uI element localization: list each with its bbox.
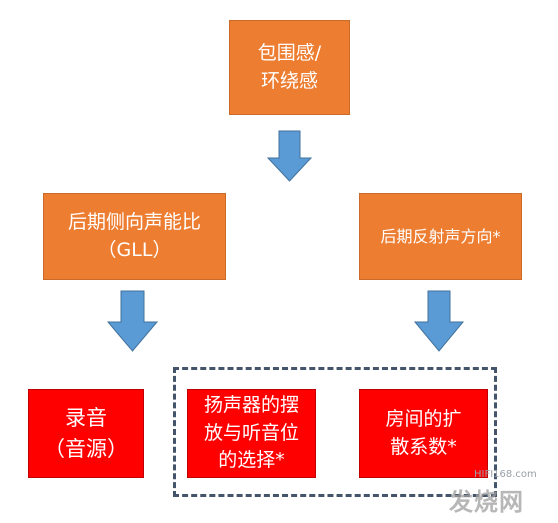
- node-gll: 后期侧向声能比 （GLL）: [43, 193, 226, 280]
- node-recording-source-label: 录音 （音源）: [44, 406, 128, 461]
- node-recording-source: 录音 （音源）: [28, 389, 144, 478]
- node-envelopment-label: 包围感/ 环绕感: [257, 41, 322, 92]
- speaker-room-group: [173, 367, 497, 497]
- arrow-top-to-middle: [266, 130, 313, 182]
- arrow-late-to-room: [413, 290, 465, 352]
- node-speaker-placement: 扬声器的摆 放与听音位 的选择*: [187, 389, 316, 478]
- node-room-diffusion-label: 房间的扩 散系数*: [385, 407, 462, 458]
- node-late-reflection-direction: 后期反射声方向*: [359, 193, 522, 280]
- arrow-gll-to-record: [106, 290, 159, 352]
- node-speaker-placement-label: 扬声器的摆 放与听音位 的选择*: [203, 394, 299, 472]
- watermark-site: HIFI168.com: [474, 469, 537, 480]
- node-room-diffusion: 房间的扩 散系数*: [359, 389, 488, 478]
- node-late-reflection-direction-label: 后期反射声方向*: [380, 226, 501, 246]
- node-gll-label: 后期侧向声能比 （GLL）: [67, 210, 201, 261]
- watermark-brand: 发烧网: [449, 488, 524, 516]
- node-envelopment: 包围感/ 环绕感: [229, 20, 350, 115]
